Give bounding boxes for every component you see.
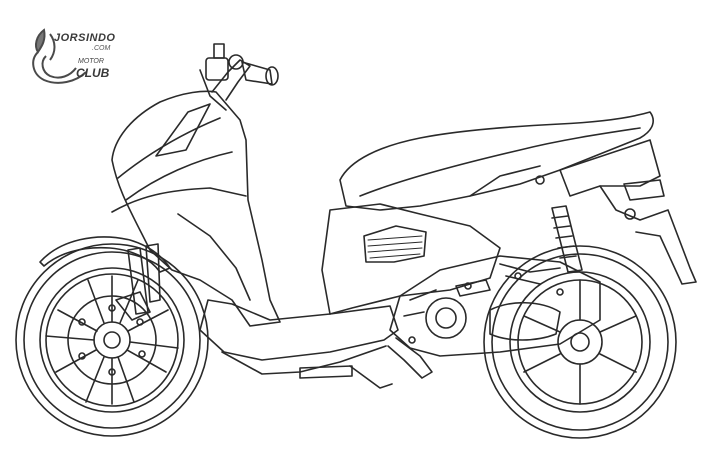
floorboard: [199, 299, 399, 361]
logo-brand-text: JORSINDO: [54, 32, 116, 44]
front-fender: [39, 236, 171, 273]
logo-club-text: CLUB: [76, 66, 110, 80]
logo-emblem-icon: [32, 28, 87, 84]
rear-shock: [551, 205, 583, 273]
rear-wheel: [483, 245, 677, 439]
tail-section: [559, 139, 661, 197]
logo-domain-text: .COM: [92, 45, 111, 52]
seat: [339, 111, 654, 211]
handlebar-assembly: [199, 43, 279, 111]
brand-logo: JORSINDO .COM MOTOR CLUB: [26, 22, 136, 92]
front-fork: [127, 243, 161, 315]
side-vent: [363, 225, 427, 263]
logo-motor-text: MOTOR: [78, 58, 104, 65]
front-wheel: [15, 243, 209, 437]
engine-cover: [425, 297, 467, 339]
front-shield: [111, 90, 281, 327]
